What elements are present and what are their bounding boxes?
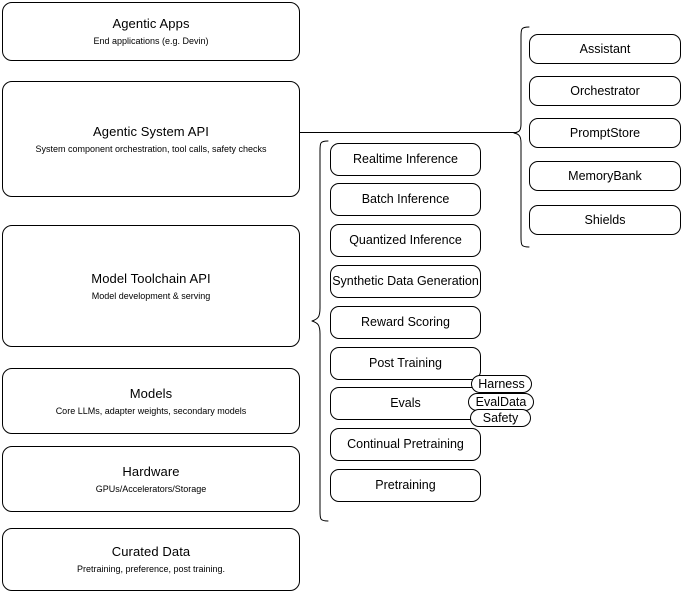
layer-curated-data[interactable]: Curated Data Pretraining, preference, po… — [2, 528, 300, 591]
layer-models[interactable]: Models Core LLMs, adapter weights, secon… — [2, 368, 300, 434]
evals-tag-label: EvalData — [475, 395, 527, 409]
layer-title: Curated Data — [111, 544, 191, 559]
component-label: Orchestrator — [570, 83, 640, 98]
layer-title: Agentic System API — [93, 123, 209, 139]
capability-label: Evals — [390, 396, 421, 410]
capability-label: Quantized Inference — [349, 233, 462, 247]
layer-title: Models — [129, 385, 173, 401]
layer-subtitle: GPUs/Accelerators/Storage — [95, 483, 207, 494]
component-assistant[interactable]: Assistant — [529, 34, 681, 64]
layer-agentic-apps[interactable]: Agentic Apps End applications (e.g. Devi… — [2, 2, 300, 61]
capability-synthetic-data-generation[interactable]: Synthetic Data Generation — [330, 265, 481, 298]
capability-continual-pretraining[interactable]: Continual Pretraining — [330, 428, 481, 461]
capability-label: Reward Scoring — [361, 315, 450, 329]
brace-toolchain — [311, 140, 329, 522]
capability-label: Synthetic Data Generation — [332, 274, 479, 288]
component-promptstore[interactable]: PromptStore — [529, 118, 681, 148]
layer-subtitle: End applications (e.g. Devin) — [93, 36, 209, 46]
layer-model-toolchain-api[interactable]: Model Toolchain API Model development & … — [2, 225, 300, 347]
layer-title: Model Toolchain API — [91, 270, 211, 286]
component-label: MemoryBank — [568, 168, 642, 183]
layer-agentic-system-api[interactable]: Agentic System API System component orch… — [2, 81, 300, 197]
component-shields[interactable]: Shields — [529, 205, 681, 235]
evals-tag-safety[interactable]: Safety — [470, 409, 531, 427]
layer-title: Hardware — [122, 463, 180, 479]
layer-subtitle: Core LLMs, adapter weights, secondary mo… — [55, 405, 247, 416]
capability-batch-inference[interactable]: Batch Inference — [330, 183, 481, 216]
capability-label: Pretraining — [375, 478, 436, 492]
capability-pretraining[interactable]: Pretraining — [330, 469, 481, 502]
evals-tag-harness[interactable]: Harness — [471, 375, 532, 393]
capability-realtime-inference[interactable]: Realtime Inference — [330, 143, 481, 176]
component-orchestrator[interactable]: Orchestrator — [529, 76, 681, 106]
capability-evals[interactable]: Evals — [330, 387, 481, 420]
capability-label: Post Training — [369, 356, 442, 370]
capability-label: Batch Inference — [361, 192, 450, 206]
component-memorybank[interactable]: MemoryBank — [529, 161, 681, 191]
layer-subtitle: Pretraining, preference, post training. — [76, 564, 226, 574]
capability-label: Realtime Inference — [353, 152, 458, 166]
layer-subtitle: System component orchestration, tool cal… — [35, 143, 267, 154]
brace-agentic-components — [513, 26, 530, 248]
layer-hardware[interactable]: Hardware GPUs/Accelerators/Storage — [2, 446, 300, 512]
evals-tag-label: Harness — [478, 377, 525, 391]
capability-label: Continual Pretraining — [347, 437, 464, 451]
component-label: Assistant — [579, 41, 631, 56]
layer-title: Agentic Apps — [112, 16, 190, 31]
evals-tag-label: Safety — [482, 411, 519, 425]
capability-reward-scoring[interactable]: Reward Scoring — [330, 306, 481, 339]
connector-line-agentic-system — [300, 132, 517, 133]
capability-quantized-inference[interactable]: Quantized Inference — [330, 224, 481, 257]
layer-subtitle: Model development & serving — [91, 290, 211, 301]
capability-post-training[interactable]: Post Training — [330, 347, 481, 380]
component-label: PromptStore — [569, 125, 641, 140]
component-label: Shields — [584, 212, 626, 227]
